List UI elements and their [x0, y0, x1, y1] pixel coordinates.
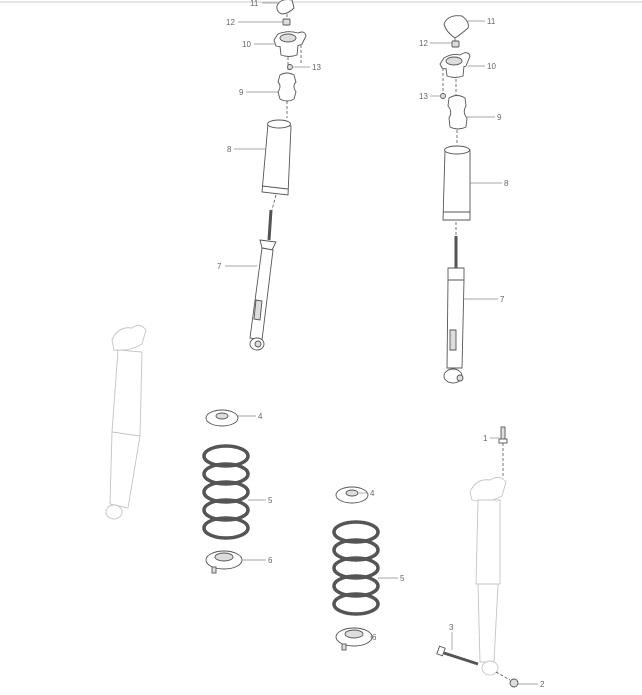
upper-bolt — [498, 426, 508, 444]
right-spring-set — [332, 486, 380, 651]
bump-stop — [447, 95, 468, 130]
shock-absorber — [443, 236, 465, 384]
top-mount-cover — [443, 15, 469, 39]
callout-13: 13 — [419, 92, 428, 101]
callout-4: 4 — [370, 489, 375, 498]
callout-10: 10 — [487, 62, 496, 71]
callout-5: 5 — [268, 496, 273, 505]
shock-absorber — [249, 209, 277, 351]
callout-11: 11 — [487, 17, 496, 26]
callout-8: 8 — [227, 145, 232, 154]
upper-spring-seat — [335, 486, 369, 504]
top-mount — [439, 52, 471, 78]
coil-spring — [202, 444, 250, 540]
coil-spring — [332, 520, 380, 616]
rear-shock-with-fasteners — [436, 426, 519, 688]
callout-3: 3 — [449, 623, 454, 632]
callout-7: 7 — [217, 262, 222, 271]
leader-lines — [225, 2, 538, 685]
callout-5: 5 — [400, 574, 405, 583]
callout-12: 12 — [226, 18, 235, 27]
assembled-shock-reference — [105, 325, 147, 520]
nut — [282, 18, 291, 26]
left-spring-set — [202, 409, 250, 574]
callout-1: 1 — [483, 434, 488, 443]
dust-boot — [261, 119, 292, 196]
right-strut-assembly — [439, 15, 471, 384]
lower-spring-seat — [335, 627, 373, 651]
bump-stop — [277, 72, 297, 102]
top-mount-cover — [276, 0, 295, 15]
small-bolt — [287, 64, 293, 70]
callout-7: 7 — [500, 295, 505, 304]
dust-boot — [442, 145, 471, 221]
upper-spring-seat — [205, 409, 239, 427]
left-strut-assembly — [249, 0, 307, 351]
top-mount — [273, 31, 307, 57]
callout-8: 8 — [504, 179, 509, 188]
lower-nut — [509, 678, 519, 688]
callout-4: 4 — [258, 412, 263, 421]
nut — [451, 40, 460, 48]
callout-9: 9 — [497, 113, 502, 122]
callout-11: 11 — [250, 0, 259, 8]
callout-12: 12 — [419, 39, 428, 48]
callout-2: 2 — [540, 680, 545, 689]
callout-10: 10 — [242, 40, 251, 49]
callout-9: 9 — [239, 88, 244, 97]
callout-13: 13 — [312, 63, 321, 72]
callout-6: 6 — [268, 556, 273, 565]
small-bolt — [440, 93, 446, 99]
lower-bolt — [436, 645, 479, 666]
callout-labels: 11 12 10 13 9 8 7 11 12 10 13 9 8 7 4 5 … — [217, 0, 545, 689]
lower-spring-seat — [205, 550, 243, 574]
callout-6: 6 — [372, 633, 377, 642]
